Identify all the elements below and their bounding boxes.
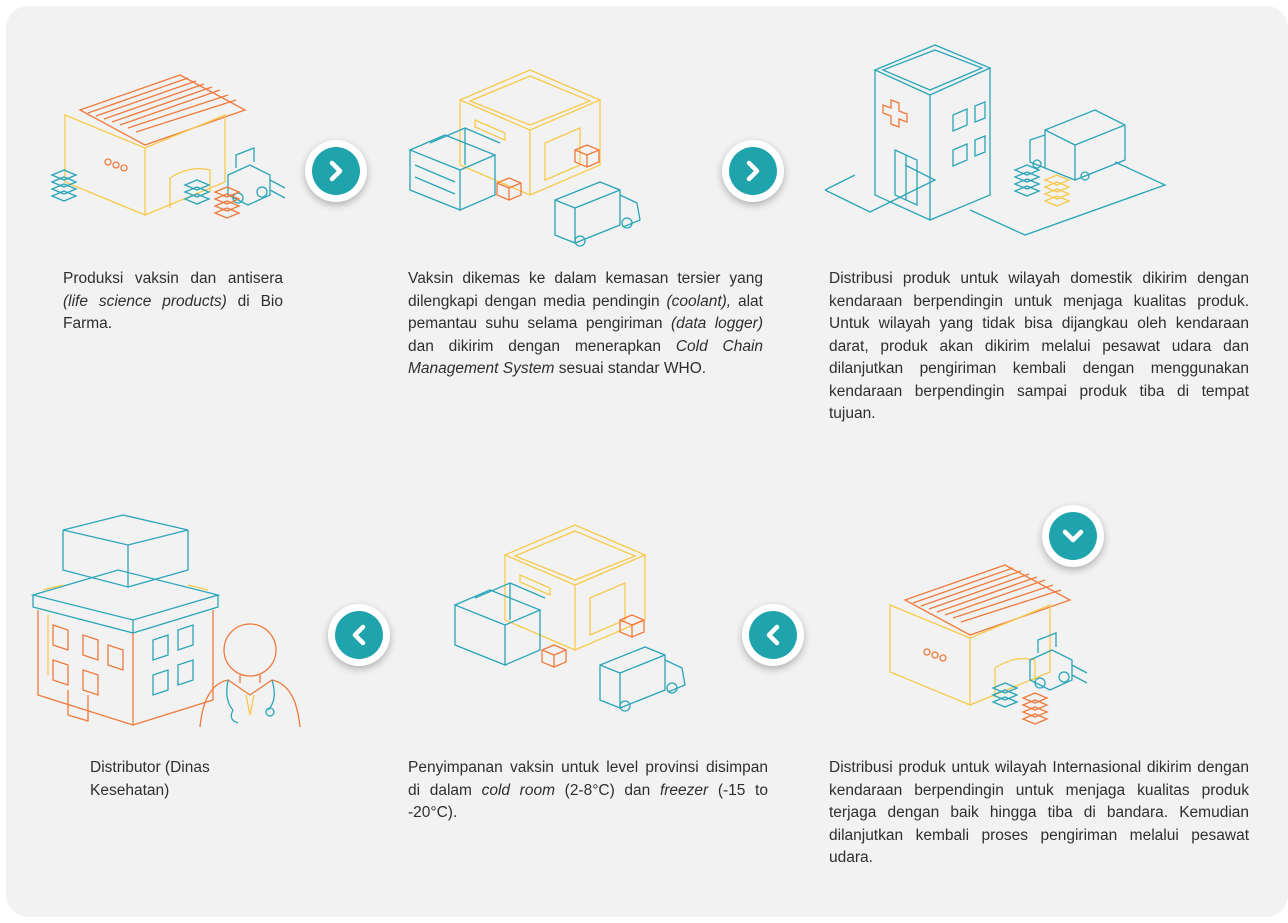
step3-text: Distribusi produk untuk wilayah domestik… — [829, 270, 1249, 422]
chevron-left-icon — [766, 624, 780, 646]
step5-text: Penyimpanan vaksin untuk level provinsi … — [408, 759, 768, 821]
office-doctor-icon — [28, 514, 308, 730]
step6-text: Distributor (Dinas Kesehatan) — [90, 759, 210, 799]
warehouse-icon — [450, 520, 695, 715]
process-panel — [6, 6, 1288, 917]
factory-icon — [865, 560, 1105, 735]
arrow-right-1 — [305, 140, 367, 202]
chevron-down-icon — [1062, 529, 1084, 543]
arrow-down — [1042, 505, 1104, 567]
chevron-left-icon — [352, 624, 366, 646]
warehouse-icon — [405, 65, 650, 250]
step1-text: Produksi vaksin dan antisera (life scien… — [63, 270, 283, 332]
arrow-left-1 — [328, 604, 390, 666]
chevron-right-icon — [329, 160, 343, 182]
arrow-left-2 — [742, 604, 804, 666]
chevron-right-icon — [746, 160, 760, 182]
step4-text: Distribusi produk untuk wilayah Internas… — [829, 759, 1249, 866]
hospital-icon — [824, 40, 1170, 240]
arrow-right-2 — [722, 140, 784, 202]
factory-icon — [40, 70, 286, 240]
step2-text: Vaksin dikemas ke dalam kemasan tersier … — [408, 270, 764, 377]
